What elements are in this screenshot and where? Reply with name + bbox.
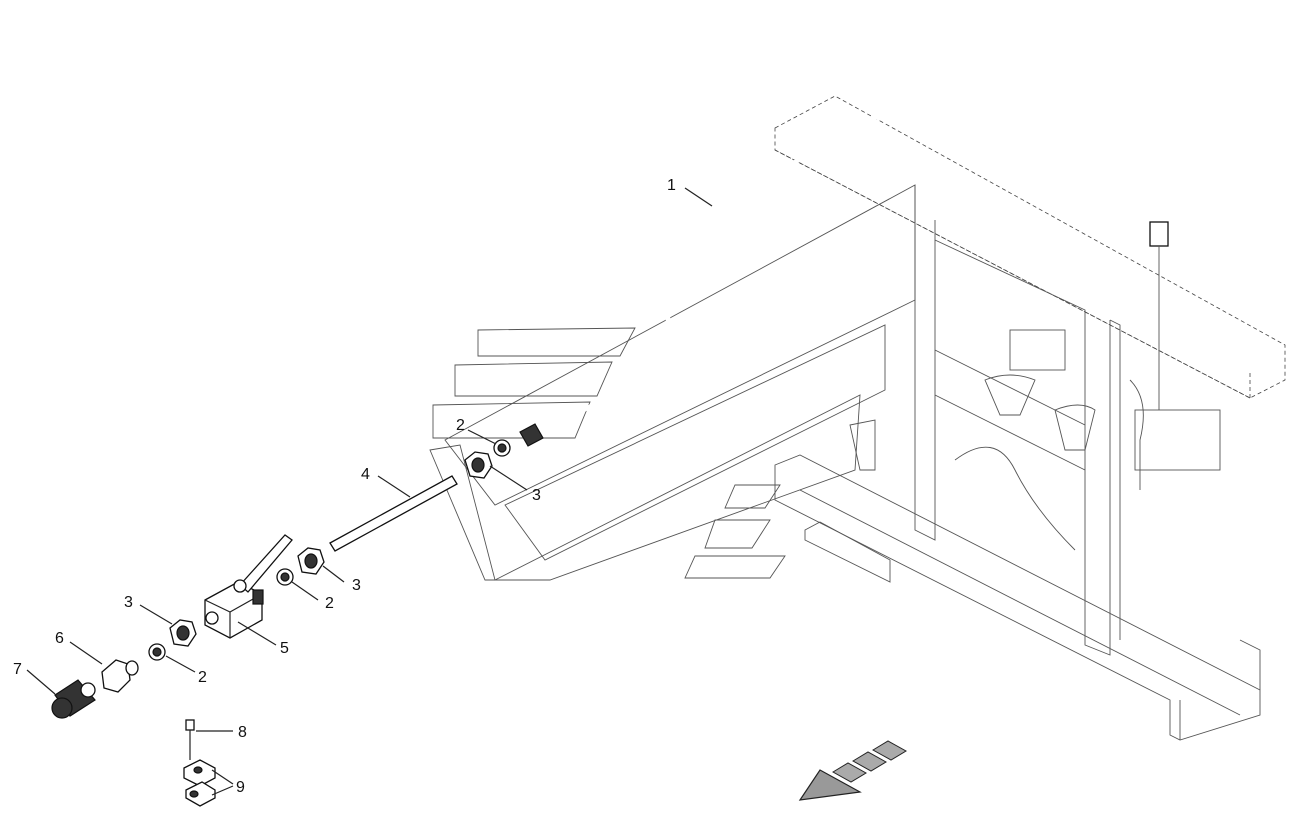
label-5: 5 [280,640,289,657]
label-3b: 3 [352,577,361,594]
screw-part-8 [185,719,195,760]
coupling-part-7 [51,679,96,719]
label-2a: 2 [456,417,465,434]
label-4: 4 [361,466,370,483]
label-9: 9 [236,779,245,796]
nut-part-3 [169,451,493,647]
label-6: 6 [55,630,64,647]
adapter-part-6 [101,659,139,693]
label-3a: 3 [532,487,541,504]
washer-part-2 [148,439,511,661]
leader-lines [26,187,713,796]
label-8: 8 [238,724,247,741]
label-2c: 2 [198,669,207,686]
hose-part-1 [519,33,1169,447]
machine-frame [429,95,1286,741]
direction-arrow-icon [798,740,907,801]
clamp-part-9 [183,759,216,807]
label-3c: 3 [124,594,133,611]
label-1: 1 [667,177,676,194]
callout-labels: 1 2 3 4 3 2 3 5 6 2 7 8 9 [13,177,676,796]
ball-valve-part-5 [204,534,293,639]
label-2b: 2 [325,595,334,612]
label-7: 7 [13,661,22,678]
tube-part-4 [329,475,458,552]
